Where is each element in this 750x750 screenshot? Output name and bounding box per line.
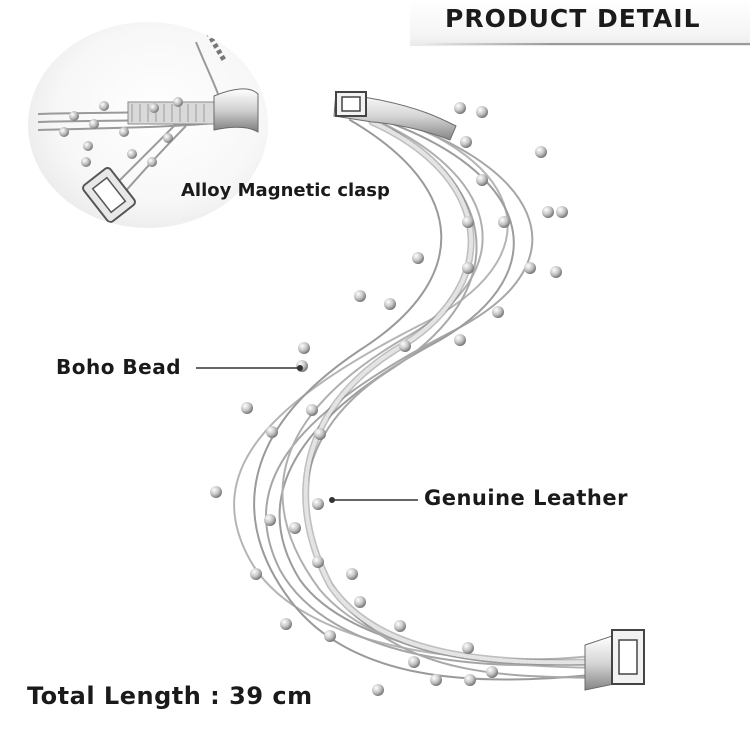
- clasp-closeup-illustration: [37, 24, 259, 223]
- boho-beads: [210, 102, 568, 696]
- callout-clasp-label: Alloy Magnetic clasp: [181, 180, 390, 201]
- page-title: PRODUCT DETAIL: [445, 4, 701, 33]
- callout-bead-label: Boho Bead: [56, 355, 182, 379]
- clasp-closeup-image: [28, 22, 268, 228]
- callout-dot-leather: [329, 497, 335, 503]
- callout-lines: [196, 367, 418, 501]
- bottom-clasp: [584, 629, 645, 691]
- callout-leather-label: Genuine Leather: [424, 486, 628, 510]
- top-clasp: [333, 91, 457, 141]
- header-band: [410, 0, 750, 46]
- callout-dot-bead: [297, 365, 303, 371]
- total-length-label: Total Length : 39 cm: [27, 682, 313, 710]
- header-divider: [420, 43, 750, 45]
